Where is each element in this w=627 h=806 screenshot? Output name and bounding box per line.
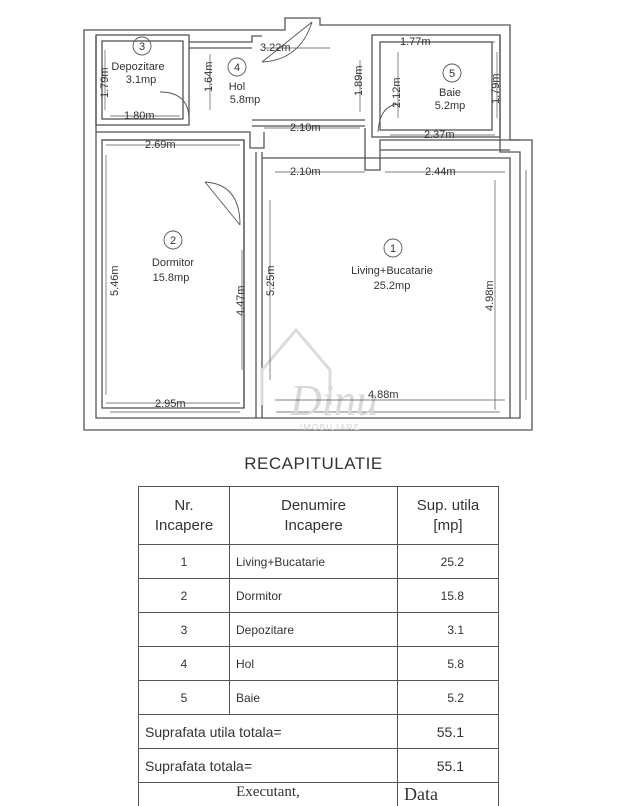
dim-living-bottom: 4.88m — [368, 389, 399, 401]
header-nr: Nr. Incapere — [139, 487, 230, 545]
dim-dormitor-top: 2.69m — [145, 139, 176, 151]
row-name: Baie — [230, 681, 398, 715]
room-name-depozitare: Depozitare — [111, 61, 164, 73]
row-area: 25.2 — [398, 545, 499, 579]
room-number-2: 2 — [170, 235, 176, 247]
total-useful-row: Suprafata utila totala= 55.1 — [139, 715, 499, 749]
row-name: Depozitare — [230, 613, 398, 647]
room-name-baie: Baie — [439, 87, 461, 99]
room-name-living: Living+Bucatarie — [351, 265, 433, 277]
row-nr: 1 — [139, 545, 230, 579]
row-area: 5.8 — [398, 647, 499, 681]
depozitare-door-swing — [160, 92, 189, 118]
row-nr: 5 — [139, 681, 230, 715]
dim-baie-top: 1.77m — [400, 36, 431, 48]
dim-depozitare-height: 1.79m — [99, 67, 111, 98]
row-nr: 2 — [139, 579, 230, 613]
dim-baie-left: 2.12m — [391, 77, 403, 108]
total-row: Suprafata totala= 55.1 — [139, 749, 499, 783]
room-number-3: 3 — [139, 41, 145, 53]
dim-living-left: 5.25m — [265, 265, 277, 296]
dim-depozitare-width: 1.80m — [124, 110, 155, 122]
dim-hol-bottom: 2.10m — [290, 122, 321, 134]
footer-row: Executant, Data — [139, 783, 499, 806]
room-area-hol: 5.8mp — [230, 94, 261, 106]
room-baie: 5 Baie 5.2mp — [435, 64, 466, 112]
header-area: Sup. utila [mp] — [398, 487, 499, 545]
room-area-depozitare: 3.1mp — [126, 74, 157, 86]
row-area: 15.8 — [398, 579, 499, 613]
row-nr: 4 — [139, 647, 230, 681]
total-value: 55.1 — [398, 749, 499, 783]
recap-table: Nr. Incapere Denumire Incapere Sup. util… — [138, 486, 499, 806]
room-number-1: 1 — [390, 243, 396, 255]
row-area: 5.2 — [398, 681, 499, 715]
watermark-sub: IMOBILIARE — [300, 423, 361, 432]
row-name: Living+Bucatarie — [230, 545, 398, 579]
dim-hol-height: 1.64m — [203, 61, 215, 92]
total-useful-label: Suprafata utila totala= — [139, 715, 398, 749]
room-number-5: 5 — [449, 68, 455, 80]
dim-baie-bottom: 2.37m — [424, 129, 455, 141]
room-area-living: 25.2mp — [374, 280, 411, 292]
dim-hol-top: 3.22m — [260, 42, 291, 54]
dim-living-top-left: 2.10m — [290, 166, 321, 178]
recap-header-row: Nr. Incapere Denumire Incapere Sup. util… — [139, 487, 499, 545]
dim-living-right: 4.98m — [484, 280, 496, 311]
room-dormitor: 2 Dormitor 15.8mp — [152, 231, 195, 284]
table-row: 3 Depozitare 3.1 — [139, 613, 499, 647]
table-row: 2 Dormitor 15.8 — [139, 579, 499, 613]
dim-hol-right: 1.89m — [353, 65, 365, 96]
total-label: Suprafata totala= — [139, 749, 398, 783]
room-name-dormitor: Dormitor — [152, 257, 195, 269]
watermark-brand: Dinu — [289, 376, 378, 425]
recap-title: RECAPITULATIE — [0, 454, 627, 474]
room-living: 1 Living+Bucatarie 25.2mp — [351, 239, 433, 292]
room-hol: 4 Hol 5.8mp — [228, 58, 260, 106]
watermark: Dinu IMOBILIARE — [262, 330, 378, 432]
table-row: 5 Baie 5.2 — [139, 681, 499, 715]
dim-baie-right: 1.79m — [490, 73, 502, 104]
row-name: Dormitor — [230, 579, 398, 613]
footer-executant: Executant, — [139, 783, 398, 806]
row-name: Hol — [230, 647, 398, 681]
dim-living-top-right: 2.44m — [425, 166, 456, 178]
header-name: Denumire Incapere — [230, 487, 398, 545]
room-labels: 3 Depozitare 3.1mp 4 Hol 5.8mp 5 Baie 5.… — [111, 37, 465, 292]
row-area: 3.1 — [398, 613, 499, 647]
dim-dormitor-left: 5.46m — [109, 265, 121, 296]
table-row: 4 Hol 5.8 — [139, 647, 499, 681]
room-depozitare: 3 Depozitare 3.1mp — [111, 37, 164, 86]
row-nr: 3 — [139, 613, 230, 647]
total-useful-value: 55.1 — [398, 715, 499, 749]
table-row: 1 Living+Bucatarie 25.2 — [139, 545, 499, 579]
room-area-baie: 5.2mp — [435, 100, 466, 112]
room-area-dormitor: 15.8mp — [153, 272, 190, 284]
dim-dormitor-bottom: 2.95m — [155, 398, 186, 410]
room-number-4: 4 — [234, 62, 240, 74]
floor-plan: Dinu IMOBILIARE 3.22m 1.80m 1.79m 1.64m … — [0, 0, 627, 445]
room-name-hol: Hol — [229, 81, 246, 93]
dim-dormitor-right: 4.47m — [235, 285, 247, 316]
footer-data: Data — [398, 783, 499, 806]
